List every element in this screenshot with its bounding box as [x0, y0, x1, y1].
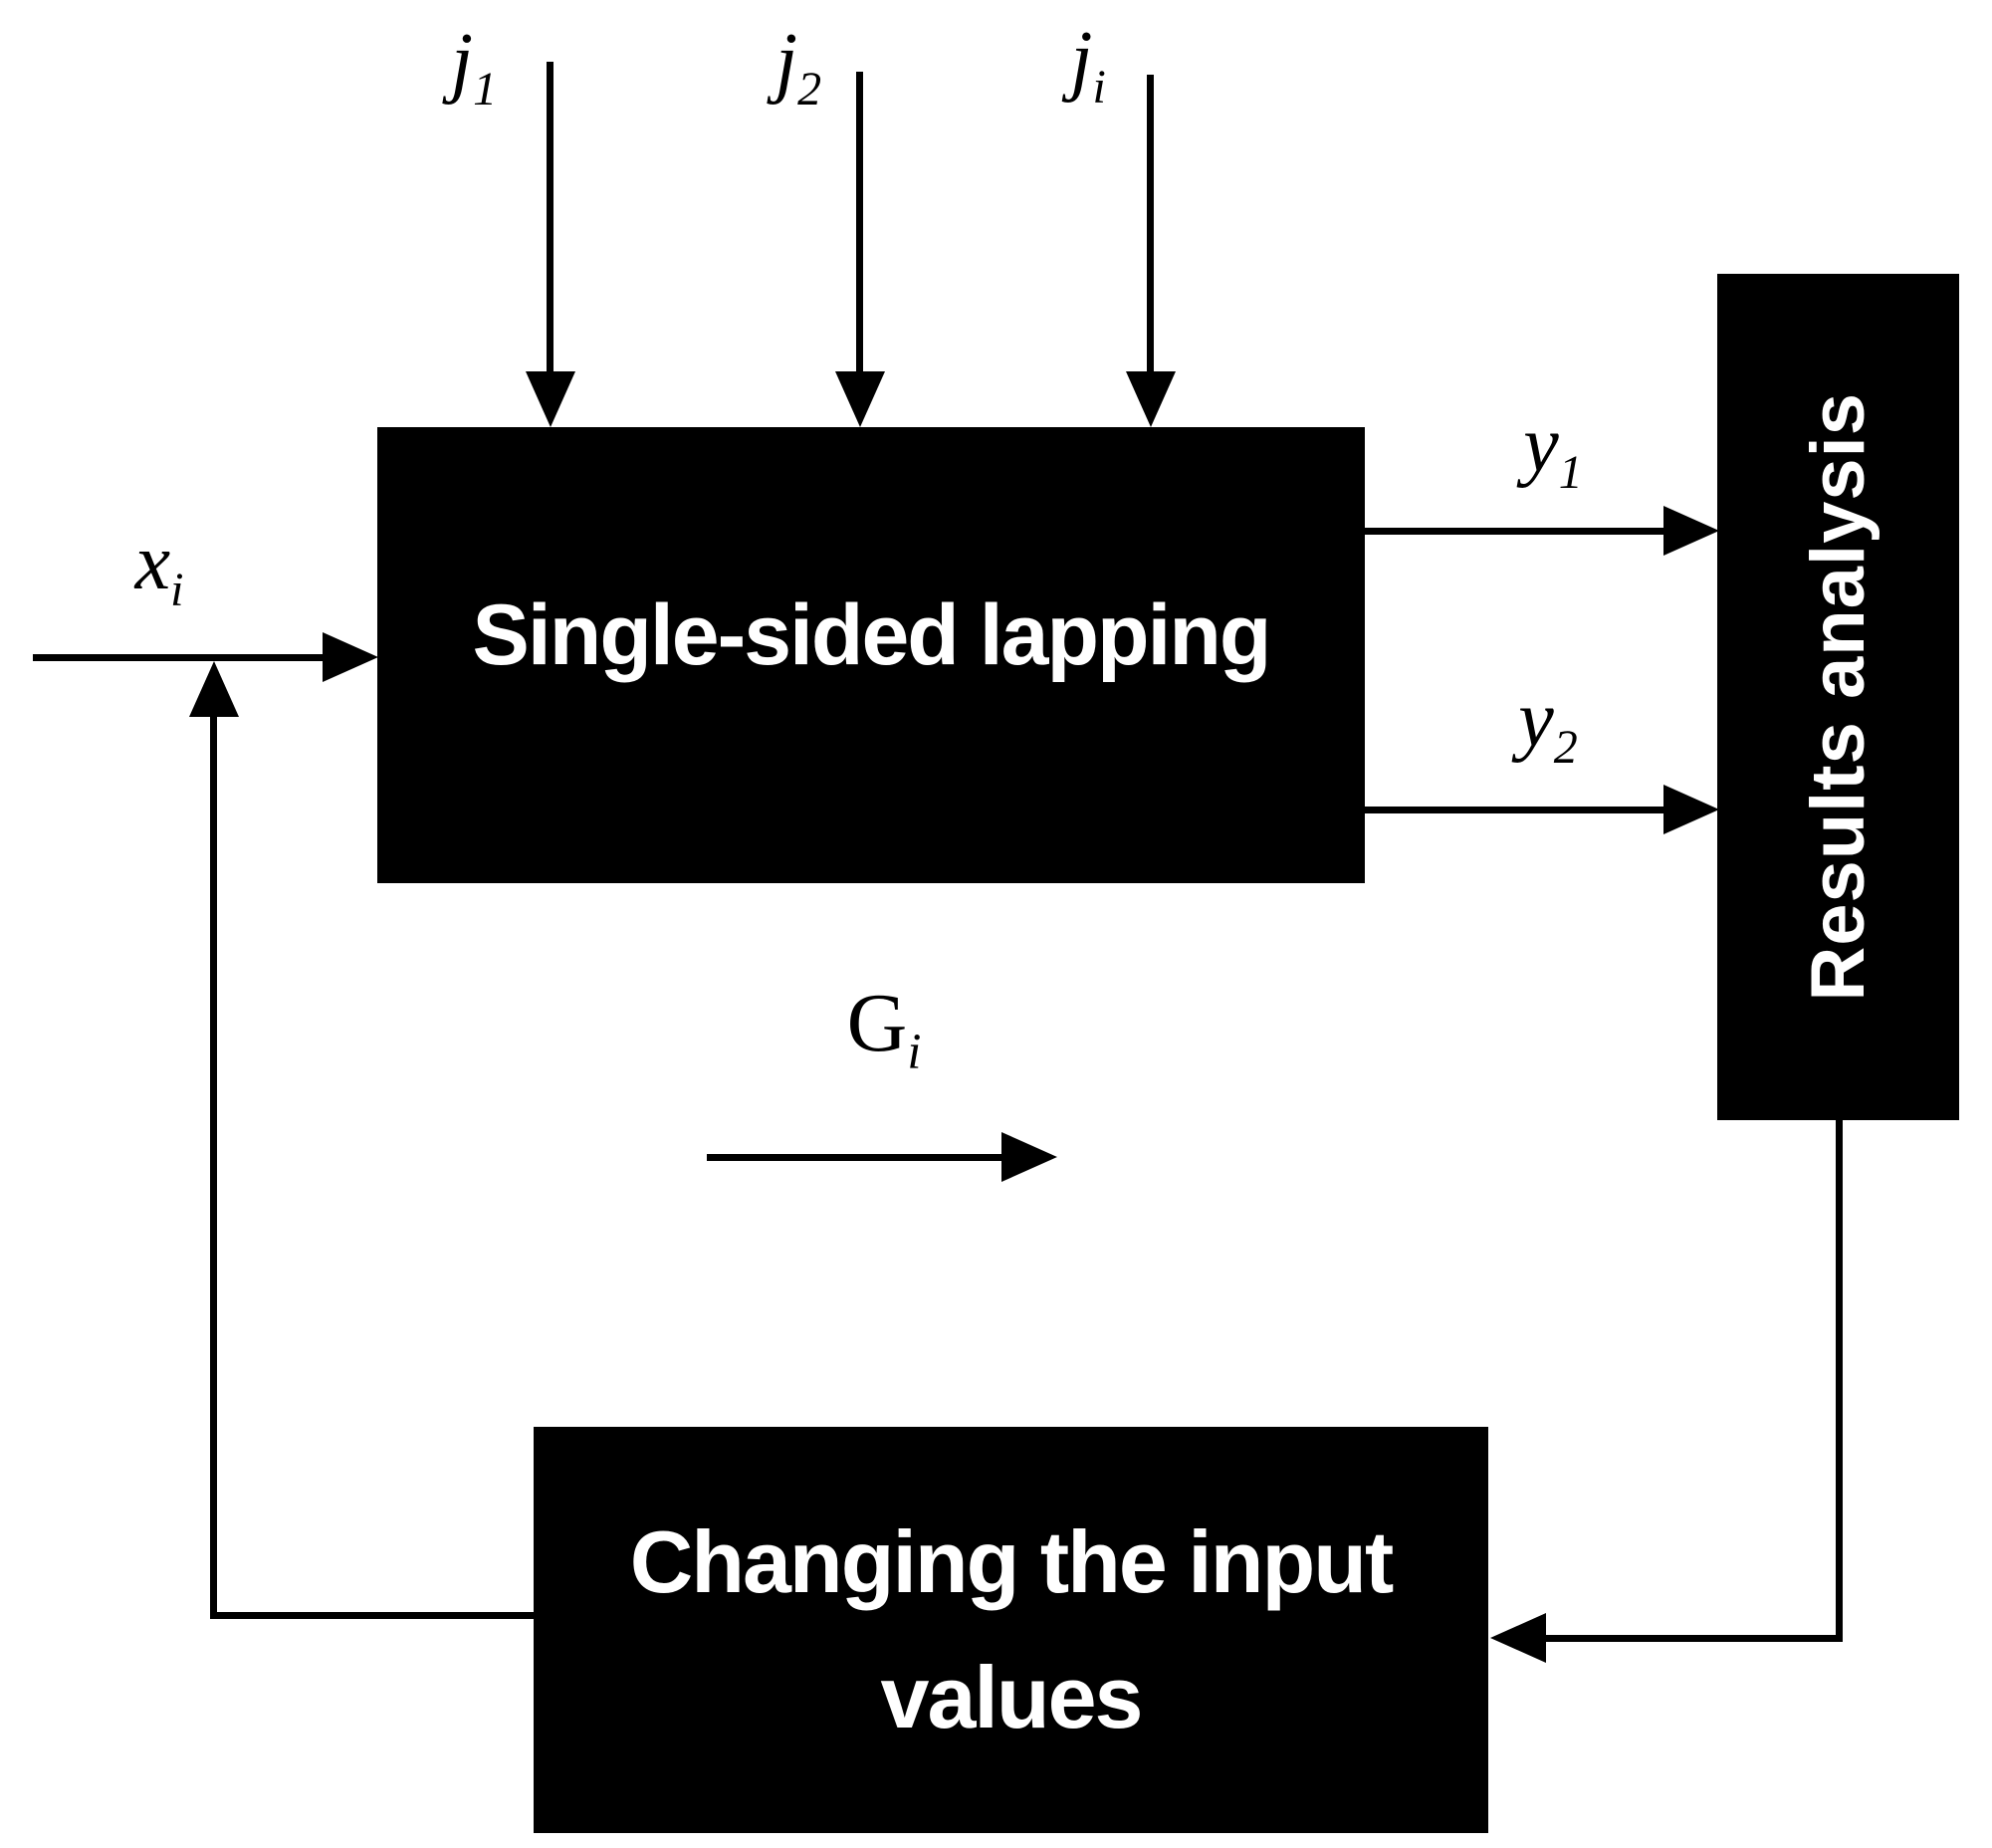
label-j1-base: j [450, 18, 474, 106]
label-j2: j2 [775, 22, 821, 114]
arrow-y1-head-icon [1663, 506, 1719, 556]
arrow-y2-line [1365, 807, 1664, 813]
arrow-j2-line [856, 72, 863, 372]
label-y1-base: y [1523, 401, 1559, 489]
arrow-xi-line [33, 654, 324, 661]
label-xi: xi [135, 523, 184, 614]
feedback-right-vline [1836, 1120, 1843, 1642]
label-y1: y1 [1523, 405, 1583, 497]
label-ji: ji [1070, 20, 1106, 112]
label-j1-sub: 1 [473, 63, 498, 116]
label-y2-base: y [1518, 676, 1554, 764]
feedback-into-xi-head-icon [189, 661, 239, 717]
feedback-into-changing-head-icon [1490, 1613, 1546, 1663]
box-changing-line1: Changing the input [629, 1512, 1395, 1611]
arrow-Gi-line [707, 1154, 1002, 1161]
label-ji-base: j [1070, 16, 1093, 104]
label-y2-sub: 2 [1553, 721, 1578, 774]
arrow-ji-line [1147, 75, 1154, 372]
feedback-left-vline [210, 716, 217, 1619]
arrow-j2-head-icon [835, 371, 885, 427]
label-j1: j1 [451, 22, 497, 114]
arrow-xi-head-icon [323, 632, 378, 682]
box-changing-input-values-label: Changing the input values [629, 1512, 1395, 1746]
arrow-j1-head-icon [526, 371, 575, 427]
label-y2: y2 [1518, 680, 1578, 772]
label-j2-sub: 2 [797, 63, 822, 116]
label-y1-sub: 1 [1558, 446, 1583, 499]
box-results-analysis-label: Results analysis [1795, 392, 1881, 1002]
label-Gi-sub: i [907, 1023, 922, 1079]
label-j2-base: j [775, 18, 798, 106]
box-changing-input-values: Changing the input values [534, 1427, 1488, 1833]
arrow-j1-line [547, 62, 553, 372]
label-Gi-base: G [846, 977, 908, 1069]
feedback-right-hline [1545, 1635, 1843, 1642]
arrow-y1-line [1365, 528, 1664, 535]
label-Gi: Gi [847, 982, 922, 1076]
label-xi-sub: i [170, 564, 184, 616]
label-xi-base: x [134, 519, 171, 606]
box-single-sided-lapping-label: Single-sided lapping [472, 586, 1272, 683]
box-changing-line2: values [880, 1648, 1144, 1746]
arrow-y2-head-icon [1663, 785, 1719, 834]
arrow-ji-head-icon [1126, 371, 1176, 427]
feedback-left-hline [210, 1612, 534, 1619]
box-results-analysis: Results analysis [1717, 274, 1959, 1120]
arrow-Gi-head-icon [1001, 1132, 1057, 1182]
label-ji-sub: i [1092, 61, 1106, 114]
box-single-sided-lapping: Single-sided lapping [377, 427, 1365, 883]
